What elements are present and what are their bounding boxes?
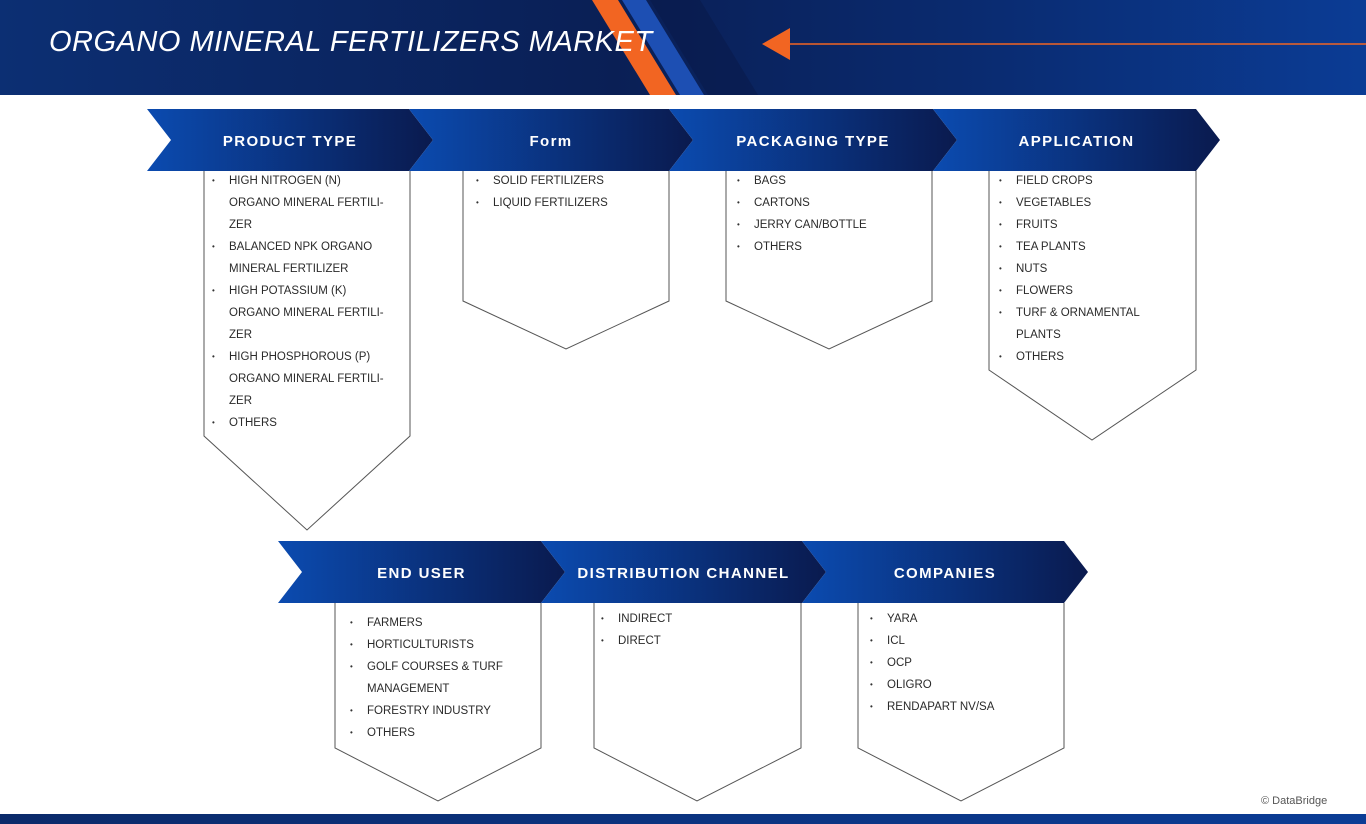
banner-decoration — [592, 0, 1366, 95]
list-item: ORGANO MINERAL FERTILI- — [229, 197, 384, 209]
list-item: ZER — [229, 219, 252, 231]
list-item: ICL — [868, 630, 994, 652]
copyright-text: © DataBridge — [1261, 795, 1328, 807]
segment-box-application: FIELD CROPS VEGETABLES FRUITS TEA PLANTS… — [988, 170, 1198, 443]
list-item: GOLF COURSES & TURF — [348, 656, 503, 678]
list-item: HIGH NITROGEN (N) — [210, 170, 384, 192]
list-item: FRUITS — [997, 214, 1140, 236]
list-item: FIELD CROPS — [997, 170, 1140, 192]
segment-header-companies: COMPANIES — [802, 541, 1088, 603]
list-item: YARA — [868, 608, 994, 630]
list-item: HIGH POTASSIUM (K) — [210, 280, 384, 302]
segment-header-label: PACKAGING TYPE — [736, 133, 890, 150]
segment-header-end-user: END USER — [278, 541, 565, 603]
list-item: RENDAPART NV/SA — [868, 696, 994, 718]
list-item: LIQUID FERTILIZERS — [474, 192, 608, 214]
list-item: HIGH PHOSPHOROUS (P) — [210, 346, 384, 368]
list-item: FLOWERS — [997, 280, 1140, 302]
segment-list: INDIRECT DIRECT — [599, 608, 672, 652]
segment-header-label: Form — [529, 133, 573, 150]
title-banner: ORGANO MINERAL FERTILIZERS MARKET — [0, 0, 1366, 95]
list-item: SOLID FERTILIZERS — [474, 170, 608, 192]
list-item: OCP — [868, 652, 994, 674]
list-item: ORGANO MINERAL FERTILI- — [229, 373, 384, 385]
segment-header-label: COMPANIES — [893, 565, 997, 582]
segment-header-packaging-type: PACKAGING TYPE — [669, 109, 957, 171]
list-item: JERRY CAN/BOTTLE — [735, 214, 867, 236]
list-item: MANAGEMENT — [367, 683, 450, 695]
segment-header-label: DISTRIBUTION CHANNEL — [577, 565, 790, 582]
segment-header-application: APPLICATION — [933, 109, 1220, 171]
segment-header-distribution-channel: DISTRIBUTION CHANNEL — [541, 541, 826, 603]
list-item: ORGANO MINERAL FERTILI- — [229, 307, 384, 319]
segment-header-label: APPLICATION — [1018, 133, 1135, 150]
segment-box-companies: YARA ICL OCP OLIGRO RENDAPART NV/SA — [857, 603, 1066, 804]
segment-box-form: SOLID FERTILIZERS LIQUID FERTILIZERS — [462, 170, 671, 351]
segment-box-distribution-channel: INDIRECT DIRECT — [593, 603, 803, 804]
list-item: TEA PLANTS — [997, 236, 1140, 258]
segment-list: FARMERS HORTICULTURISTS GOLF COURSES & T… — [348, 612, 503, 744]
segment-list: SOLID FERTILIZERS LIQUID FERTILIZERS — [474, 170, 608, 214]
segment-box-end-user: FARMERS HORTICULTURISTS GOLF COURSES & T… — [334, 603, 543, 804]
orange-stripe — [592, 0, 676, 95]
list-item: ZER — [229, 395, 252, 407]
segment-header-label: PRODUCT TYPE — [222, 133, 358, 150]
list-item: VEGETABLES — [997, 192, 1140, 214]
segment-header-form: Form — [409, 109, 693, 171]
list-item: BAGS — [735, 170, 867, 192]
list-item: NUTS — [997, 258, 1140, 280]
list-item: BALANCED NPK ORGANO — [210, 236, 384, 258]
list-item: FARMERS — [348, 612, 503, 634]
segment-list: FIELD CROPS VEGETABLES FRUITS TEA PLANTS… — [997, 170, 1140, 368]
segment-box-product-type: HIGH NITROGEN (N) ORGANO MINERAL FERTILI… — [203, 170, 412, 533]
list-item: OLIGRO — [868, 674, 994, 696]
segment-header-label: END USER — [377, 565, 466, 582]
arrow-head-icon — [762, 28, 790, 60]
list-item: OTHERS — [735, 236, 867, 258]
list-item: INDIRECT — [599, 608, 672, 630]
list-item: DIRECT — [599, 630, 672, 652]
segment-list: HIGH NITROGEN (N) ORGANO MINERAL FERTILI… — [210, 170, 384, 434]
segment-list: YARA ICL OCP OLIGRO RENDAPART NV/SA — [868, 608, 994, 718]
list-item: CARTONS — [735, 192, 867, 214]
list-item: OTHERS — [348, 722, 503, 744]
list-item: HORTICULTURISTS — [348, 634, 503, 656]
list-item: FORESTRY INDUSTRY — [348, 700, 503, 722]
blue-stripe — [622, 0, 704, 95]
list-item: OTHERS — [997, 346, 1140, 368]
dark-stripe — [650, 0, 758, 95]
segment-box-packaging-type: BAGS CARTONS JERRY CAN/BOTTLE OTHERS — [725, 170, 934, 351]
list-item: TURF & ORNAMENTAL — [997, 302, 1140, 324]
list-item: MINERAL FERTILIZER — [229, 263, 349, 275]
footer-bar — [0, 814, 1366, 824]
page-title: ORGANO MINERAL FERTILIZERS MARKET — [49, 26, 653, 58]
segment-list: BAGS CARTONS JERRY CAN/BOTTLE OTHERS — [735, 170, 867, 258]
list-item: ZER — [229, 329, 252, 341]
list-item: PLANTS — [1016, 329, 1061, 341]
list-item: OTHERS — [210, 412, 384, 434]
segment-header-product-type: PRODUCT TYPE — [147, 109, 433, 171]
